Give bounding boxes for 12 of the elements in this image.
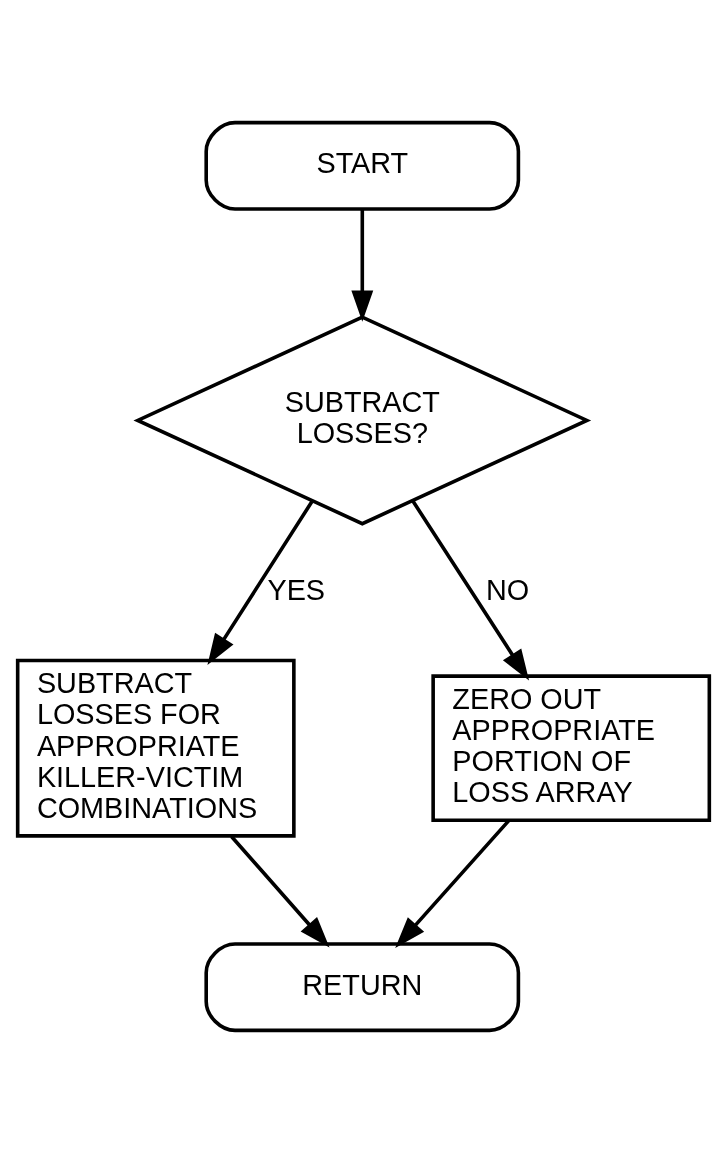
node-box: SUBTRACT LOSSES FOR APPROPRIATE KILLER-VICTIM COMBINATIONS [15,658,296,838]
edge-label: NO [485,573,530,606]
node-box: ZERO OUT APPROPRIATE PORTION OF LOSS ARRAY [431,673,712,822]
arrow [395,819,510,948]
node-box: START [204,120,521,211]
arrow [351,208,374,322]
arrow [230,834,330,948]
arrow [411,499,530,681]
node-box: RETURN [204,941,521,1032]
arrow [207,499,314,665]
node-diamond: SUBTRACT LOSSES? [133,314,592,526]
edge-label: YES [267,573,326,606]
